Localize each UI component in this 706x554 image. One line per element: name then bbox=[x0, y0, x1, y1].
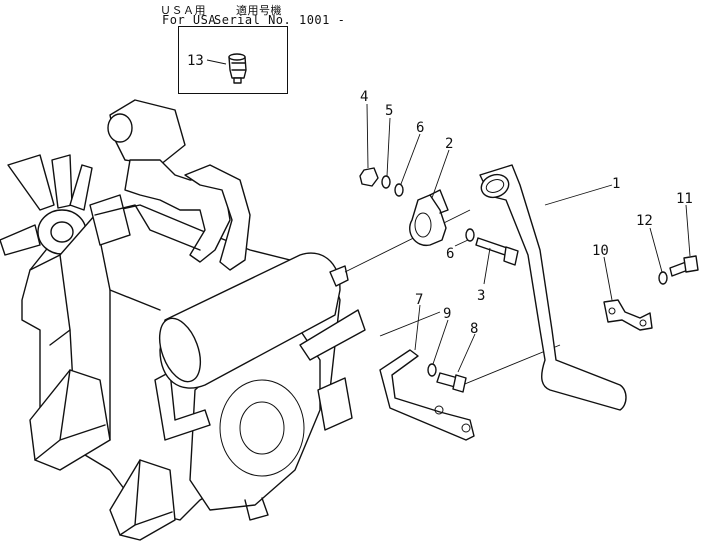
callout-9: 9 bbox=[443, 306, 451, 322]
callout-6a: 6 bbox=[416, 120, 424, 136]
engine-assembly bbox=[0, 99, 366, 541]
inset-box bbox=[178, 26, 288, 94]
callout-1: 1 bbox=[612, 176, 620, 192]
callouts: 1 2 3 4 5 6 6 7 8 9 10 11 12 bbox=[360, 89, 693, 337]
callout-4: 4 bbox=[360, 89, 368, 105]
leader-lines bbox=[366, 103, 691, 373]
clamp-part-2 bbox=[409, 189, 449, 246]
header-region-jp: ＵＳＡ用 bbox=[160, 4, 206, 17]
callout-2: 2 bbox=[445, 136, 453, 152]
header-serial-jp: 適用号機 bbox=[236, 4, 282, 17]
exhaust-pipe-part-1 bbox=[479, 164, 627, 411]
callout-7: 7 bbox=[415, 292, 423, 308]
exhaust-centerline bbox=[344, 209, 561, 389]
washer-part-6b bbox=[465, 228, 475, 242]
header-serial: Serial No. 1001 - bbox=[214, 13, 346, 27]
callout-10: 10 bbox=[592, 243, 609, 259]
callout-8: 8 bbox=[470, 321, 478, 337]
bolt-part-3 bbox=[475, 237, 519, 266]
washer-part-6a bbox=[394, 183, 404, 197]
callout-5: 5 bbox=[385, 103, 393, 119]
washer-part-12 bbox=[658, 271, 668, 285]
header-region: For USA bbox=[162, 13, 217, 27]
callout-3: 3 bbox=[477, 288, 485, 304]
callout-13: 13 bbox=[187, 53, 204, 69]
callout-6b: 6 bbox=[446, 246, 454, 262]
washer-part-9 bbox=[427, 363, 437, 377]
callout-12: 12 bbox=[636, 213, 653, 229]
nut-part-4 bbox=[359, 167, 379, 187]
callout-11: 11 bbox=[676, 191, 693, 207]
bolt-part-11 bbox=[669, 255, 699, 277]
bracket-part-7 bbox=[379, 349, 475, 441]
inset-part-13: 13 bbox=[187, 53, 247, 84]
bolt-part-8 bbox=[436, 372, 467, 393]
strap-part-10 bbox=[603, 299, 653, 331]
washer-part-5 bbox=[381, 175, 391, 189]
